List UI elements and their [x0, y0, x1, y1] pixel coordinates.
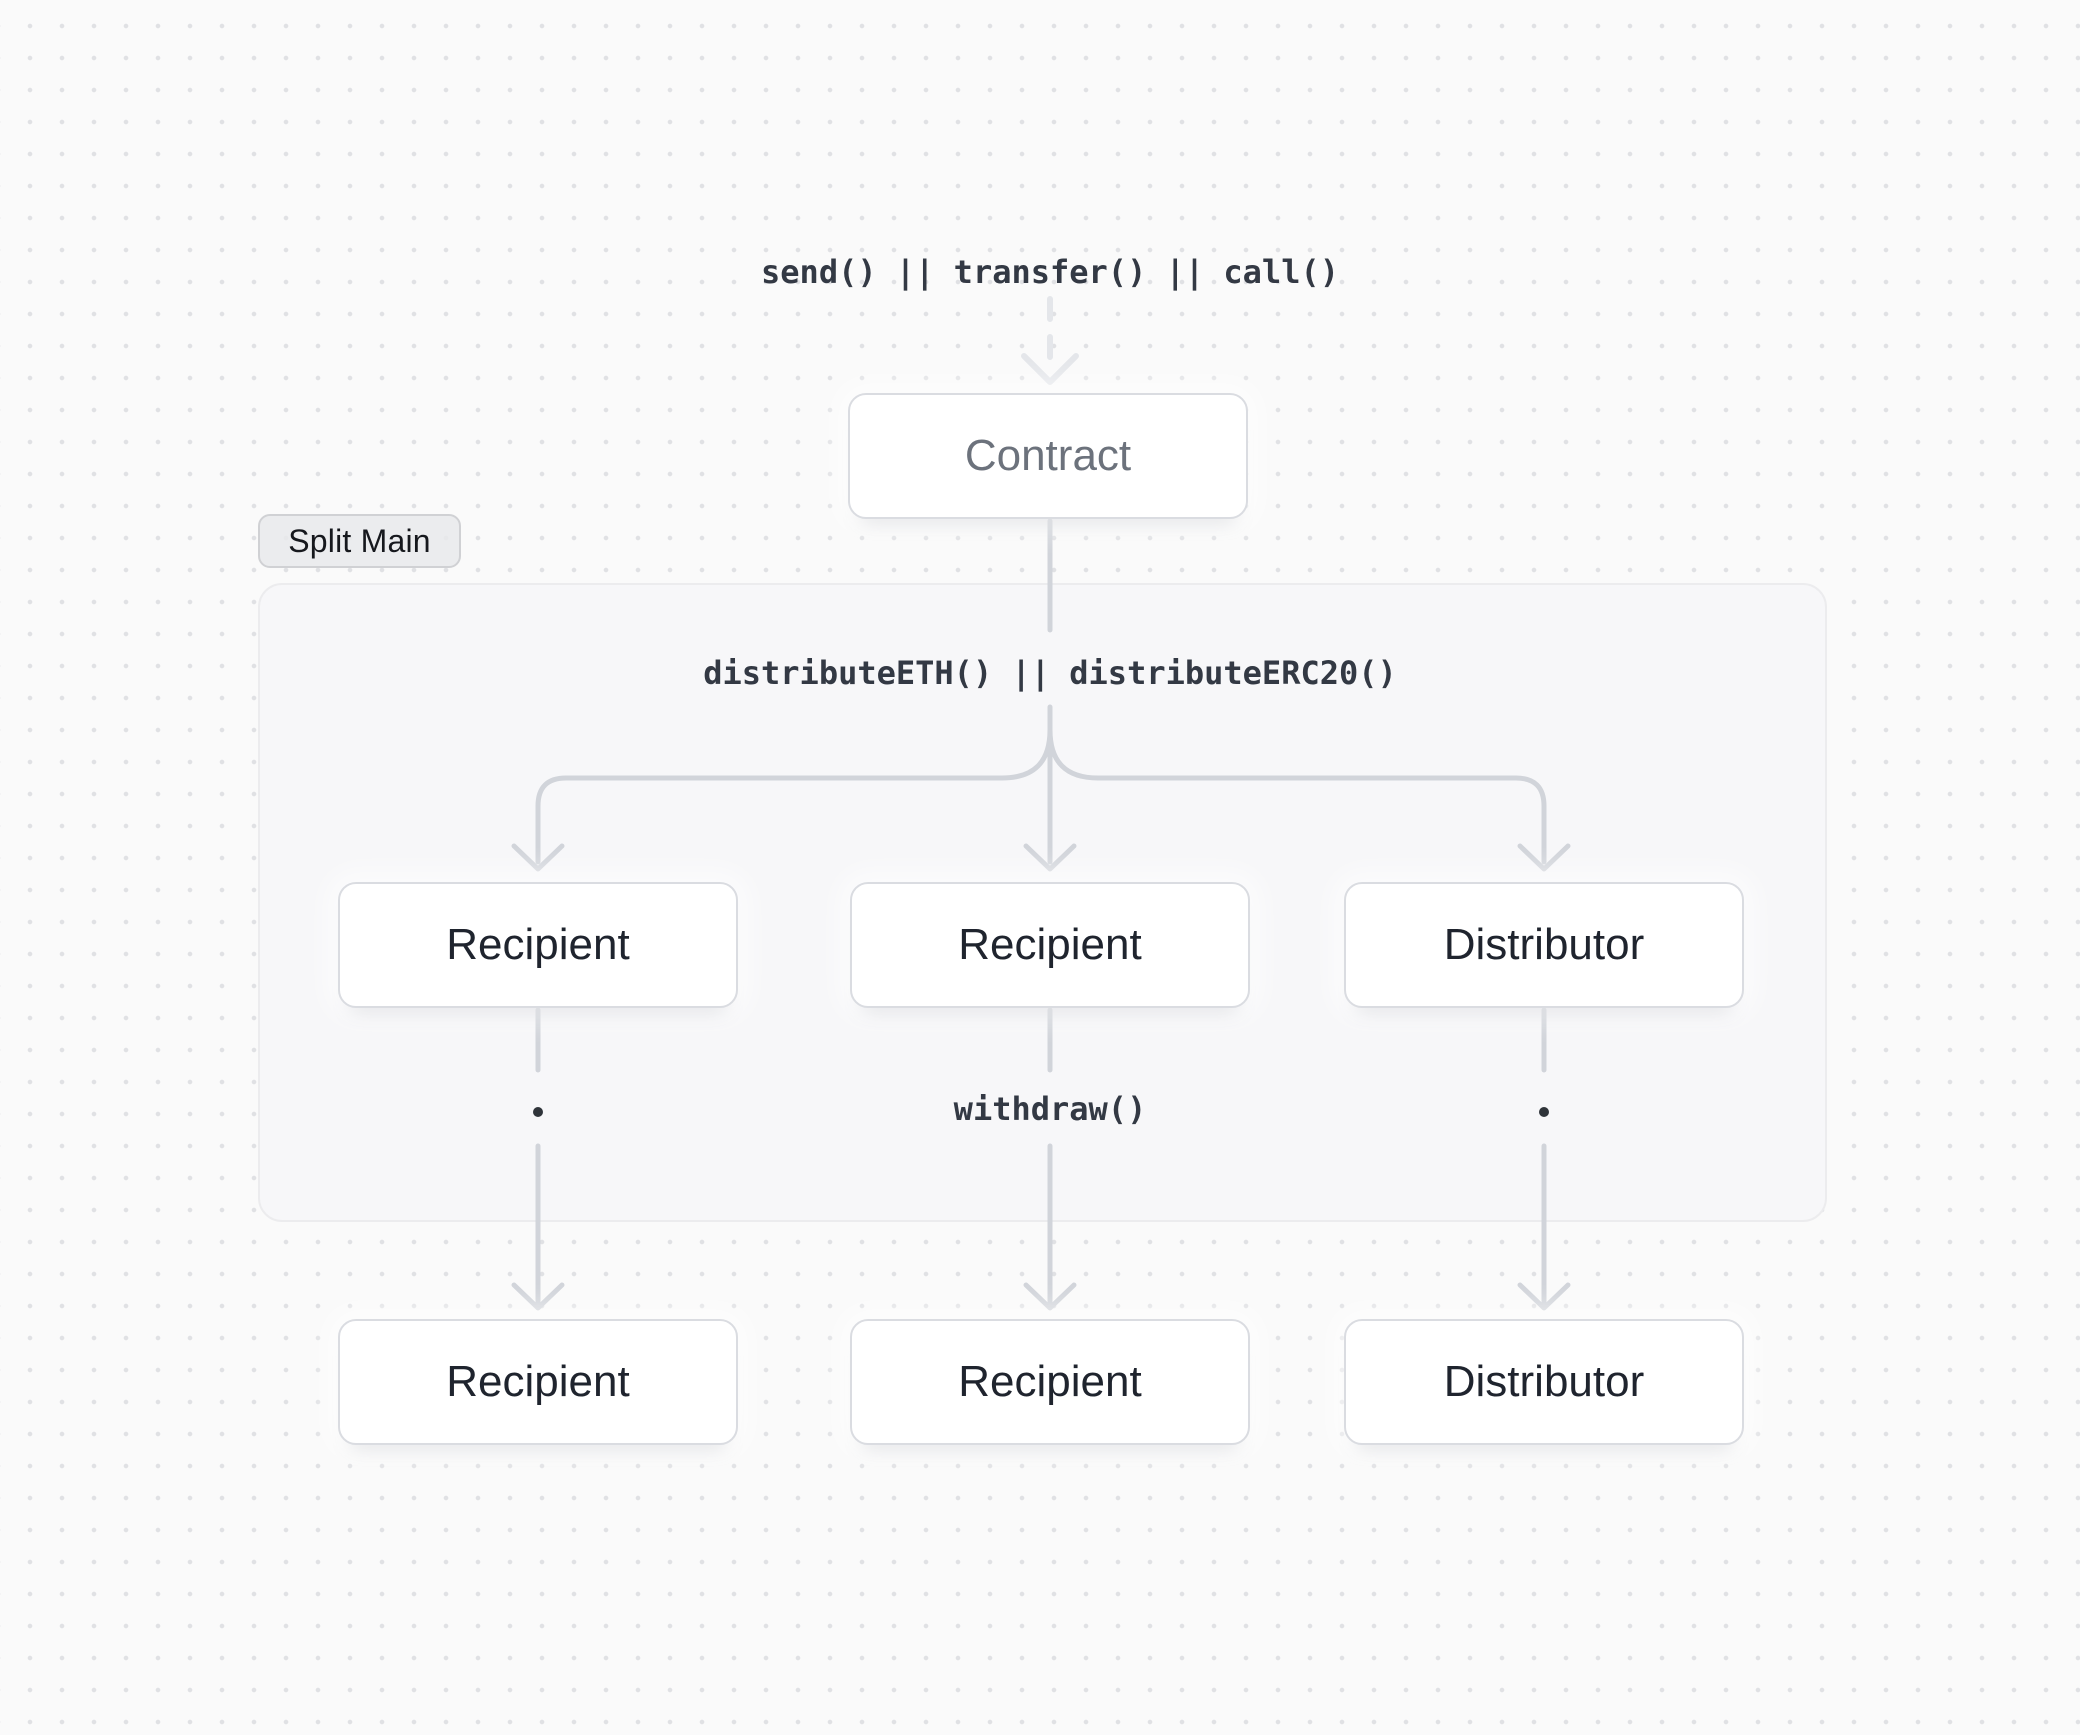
ellipsis-dot-right: [1539, 1107, 1549, 1117]
split-recipient-node-2: Recipient: [850, 882, 1250, 1008]
edge-left-lower-arrowhead: [511, 1282, 565, 1311]
split-main-badge-label: Split Main: [288, 522, 431, 559]
entry-code-label: send() || transfer() || call(): [761, 253, 1339, 291]
split-distributor-node: Distributor: [1344, 882, 1744, 1008]
split-recipient-node-1: Recipient: [338, 882, 738, 1008]
final-recipient-node-2-label: Recipient: [958, 1357, 1142, 1406]
edge-right-lower-arrowhead: [1517, 1282, 1571, 1311]
split-distributor-node-label: Distributor: [1443, 920, 1645, 969]
final-distributor-node-label: Distributor: [1443, 1357, 1645, 1406]
final-distributor-node: Distributor: [1344, 1319, 1744, 1445]
distribute-code-label: distributeETH() || distributeERC20(): [703, 654, 1397, 692]
split-recipient-node-1-label: Recipient: [446, 920, 630, 969]
withdraw-code-label: withdraw(): [953, 1090, 1147, 1128]
ellipsis-dot-left: [533, 1107, 543, 1117]
final-recipient-node-2: Recipient: [850, 1319, 1250, 1445]
final-recipient-node-1: Recipient: [338, 1319, 738, 1445]
contract-node-label: Contract: [964, 431, 1132, 480]
edge-entry-arrowhead: [1021, 353, 1079, 385]
edge-center-lower-arrowhead: [1023, 1282, 1077, 1311]
split-recipient-node-2-label: Recipient: [958, 920, 1142, 969]
contract-node: Contract: [848, 393, 1248, 519]
split-main-badge: Split Main: [258, 514, 461, 568]
final-recipient-node-1-label: Recipient: [446, 1357, 630, 1406]
